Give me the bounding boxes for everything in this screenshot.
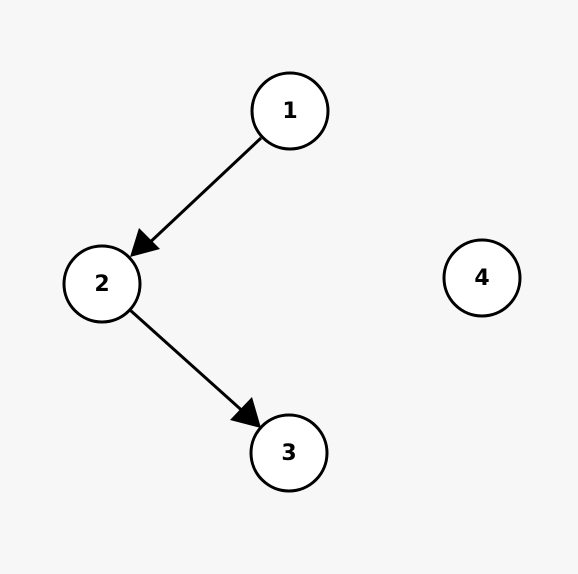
node-3-circle xyxy=(249,413,329,493)
node-4-circle xyxy=(442,238,522,318)
node-2: 2 xyxy=(62,244,142,324)
node-4: 4 xyxy=(442,238,522,318)
node-2-label: 2 xyxy=(94,272,109,297)
node-1-label: 1 xyxy=(282,99,297,124)
edge-2-to-3 xyxy=(128,308,249,417)
edge-1-to-2 xyxy=(143,136,263,249)
edges xyxy=(128,136,263,417)
node-4-label: 4 xyxy=(474,266,489,291)
arrowhead-edge-2-to-3 xyxy=(230,397,261,428)
node-3-label: 3 xyxy=(281,441,296,466)
node-1: 1 xyxy=(250,71,330,151)
node-3: 3 xyxy=(249,413,329,493)
arrowhead-edge-1-to-2 xyxy=(130,228,160,257)
node-1-circle xyxy=(250,71,330,151)
arrowheads xyxy=(130,228,261,428)
node-2-circle xyxy=(62,244,142,324)
